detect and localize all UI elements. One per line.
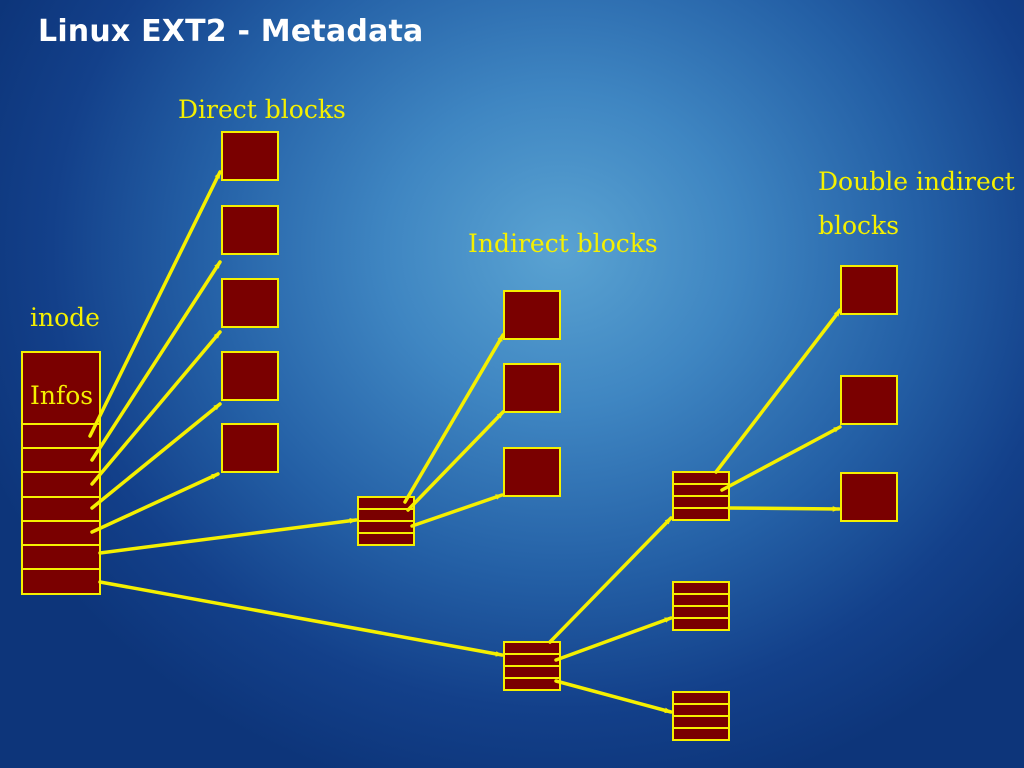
arrow [554, 679, 673, 714]
double-indirect-pointer-block [503, 641, 561, 691]
inode-table [21, 351, 101, 595]
indirect-blocks-label: Indirect blocks [468, 229, 658, 258]
arrow [90, 260, 222, 462]
direct-block [221, 351, 279, 401]
double-indirect-data-block [840, 375, 898, 425]
arrow [406, 410, 505, 512]
direct-block [221, 423, 279, 473]
indirect-data-block [503, 290, 561, 340]
double-indirect-label-line1: Double indirect [818, 167, 1015, 196]
direct-block [221, 131, 279, 181]
arrow [548, 516, 673, 644]
direct-block [221, 278, 279, 328]
arrow [98, 580, 504, 657]
indirect-data-block [503, 447, 561, 497]
arrow [714, 308, 842, 474]
arrow [403, 333, 505, 504]
arrow [554, 616, 673, 662]
infos-label: Infos [30, 381, 93, 410]
arrow [90, 402, 222, 510]
double-indirect-label-line2: blocks [818, 211, 899, 240]
second-level-pointer-block [672, 581, 730, 631]
arrow [98, 518, 358, 555]
double-indirect-data-block [840, 265, 898, 315]
arrow [727, 506, 841, 512]
pointer-blocks [357, 471, 730, 741]
indirect-data-block [503, 363, 561, 413]
arrow [88, 170, 222, 438]
arrow [90, 472, 220, 534]
arrow [90, 330, 222, 486]
inode-label: inode [30, 303, 100, 332]
direct-blocks-label: Direct blocks [178, 95, 346, 124]
direct-block [221, 205, 279, 255]
second-level-pointer-block [672, 691, 730, 741]
direct-blocks [221, 131, 279, 473]
arrow [410, 493, 504, 528]
double-indirect-data-blocks [840, 265, 898, 522]
slide-title: Linux EXT2 - Metadata [38, 14, 424, 49]
double-indirect-data-block [840, 472, 898, 522]
indirect-data-blocks [503, 290, 561, 497]
indirect-pointer-block [357, 496, 415, 546]
arrow [720, 425, 842, 492]
second-level-pointer-block [672, 471, 730, 521]
pointer-arrows [88, 170, 842, 714]
